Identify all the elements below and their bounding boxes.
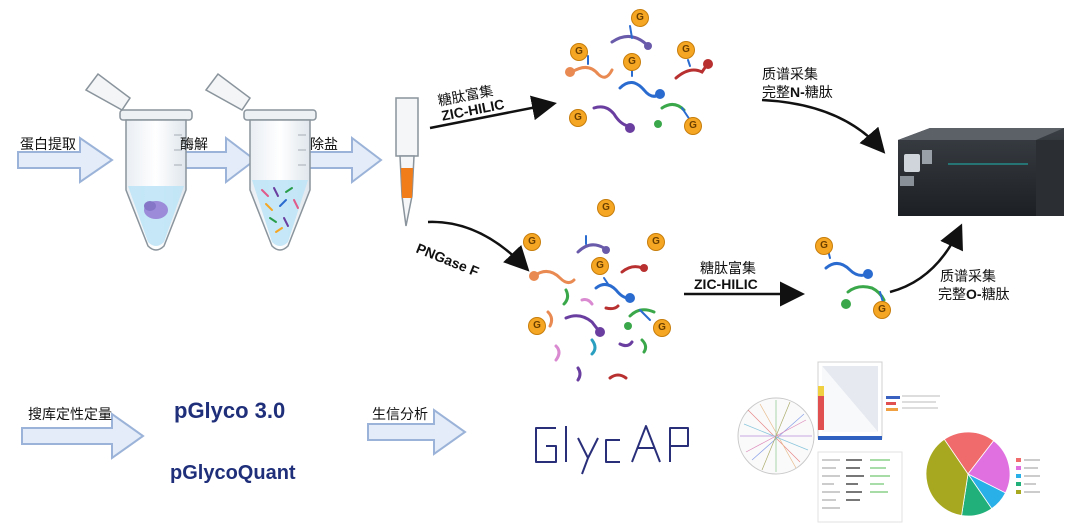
- process-arrow-1: [17, 136, 114, 184]
- step-extraction-label: 蛋白提取: [20, 137, 76, 153]
- ms-bottom-detail-type: O-: [966, 286, 982, 302]
- mass-spectrometer-icon: [898, 128, 1064, 216]
- flow-arrow-pngase: [427, 220, 530, 272]
- step-desalting-label: 除盐: [310, 137, 338, 153]
- glycan-g-icon: G: [570, 43, 588, 61]
- pie-slice: [943, 431, 995, 475]
- heatmap-thumbnail: [817, 361, 940, 440]
- flow-arrow-ms-bottom: [889, 223, 963, 294]
- ms-bottom-detail-suffix: 糖肽: [981, 287, 1010, 303]
- glycan-g-icon: G: [623, 53, 641, 71]
- pglyco-software-name: pGlyco 3.0: [174, 398, 286, 423]
- search-quant-label: 搜库定性定量: [28, 407, 112, 423]
- enrich-bottom-label: 糖肽富集: [700, 261, 756, 277]
- glycan-g-icon: G: [815, 237, 833, 255]
- flow-arrow-enrich-top: [429, 95, 557, 130]
- glycan-g-icon: G: [873, 301, 891, 319]
- glycan-g-icon: G: [528, 317, 546, 335]
- pie-chart-thumbnail: [925, 431, 1011, 517]
- pglycoquant-software-name: pGlycoQuant: [170, 462, 296, 484]
- step-digestion-label: 酶解: [180, 137, 208, 153]
- chord-plot-thumbnail: [737, 397, 815, 475]
- table-thumbnail: [817, 451, 903, 523]
- pie-slice: [925, 438, 969, 516]
- glycan-g-icon: G: [684, 117, 702, 135]
- ms-bottom-detail: 完整O-糖肽: [938, 284, 1010, 304]
- glycan-g-icon: G: [523, 233, 541, 251]
- glycan-g-icon: G: [647, 233, 665, 251]
- o-glycopeptide-pair: [824, 249, 886, 309]
- enrich-bottom-method: ZIC-HILIC: [694, 276, 758, 292]
- glycan-g-icon: G: [677, 41, 695, 59]
- ms-top-label: 质谱采集: [762, 67, 818, 83]
- glycan-g-icon: G: [653, 319, 671, 337]
- glycopeptide-cluster-top: [565, 25, 713, 133]
- process-arrow-3: [305, 135, 383, 185]
- ms-top-detail-suffix: 糖肽: [804, 85, 833, 101]
- ms-top-detail-type: N-: [790, 84, 805, 100]
- tube-icon-1: [84, 72, 193, 251]
- spe-tip-icon: [395, 97, 419, 227]
- pie-slice: [967, 440, 1011, 494]
- glycopeptide-cluster-bottom: [529, 235, 656, 382]
- glycap-logo: [535, 425, 689, 475]
- glycan-g-icon: G: [597, 199, 615, 217]
- glycan-g-icon: G: [569, 109, 587, 127]
- flow-arrow-ms-top: [761, 98, 886, 154]
- ms-top-detail-prefix: 完整: [762, 85, 790, 101]
- process-arrow-4: [21, 412, 145, 460]
- ms-top-detail: 完整N-糖肽: [762, 82, 833, 102]
- ms-bottom-detail-prefix: 完整: [938, 287, 966, 303]
- pie-legend: [1016, 458, 1040, 494]
- glycan-g-icon: G: [591, 257, 609, 275]
- glycan-g-icon: G: [631, 9, 649, 27]
- ms-bottom-label: 质谱采集: [940, 269, 996, 285]
- process-arrow-5: [367, 408, 467, 456]
- tube-icon-2: [204, 72, 317, 251]
- bioinfo-label: 生信分析: [372, 407, 428, 423]
